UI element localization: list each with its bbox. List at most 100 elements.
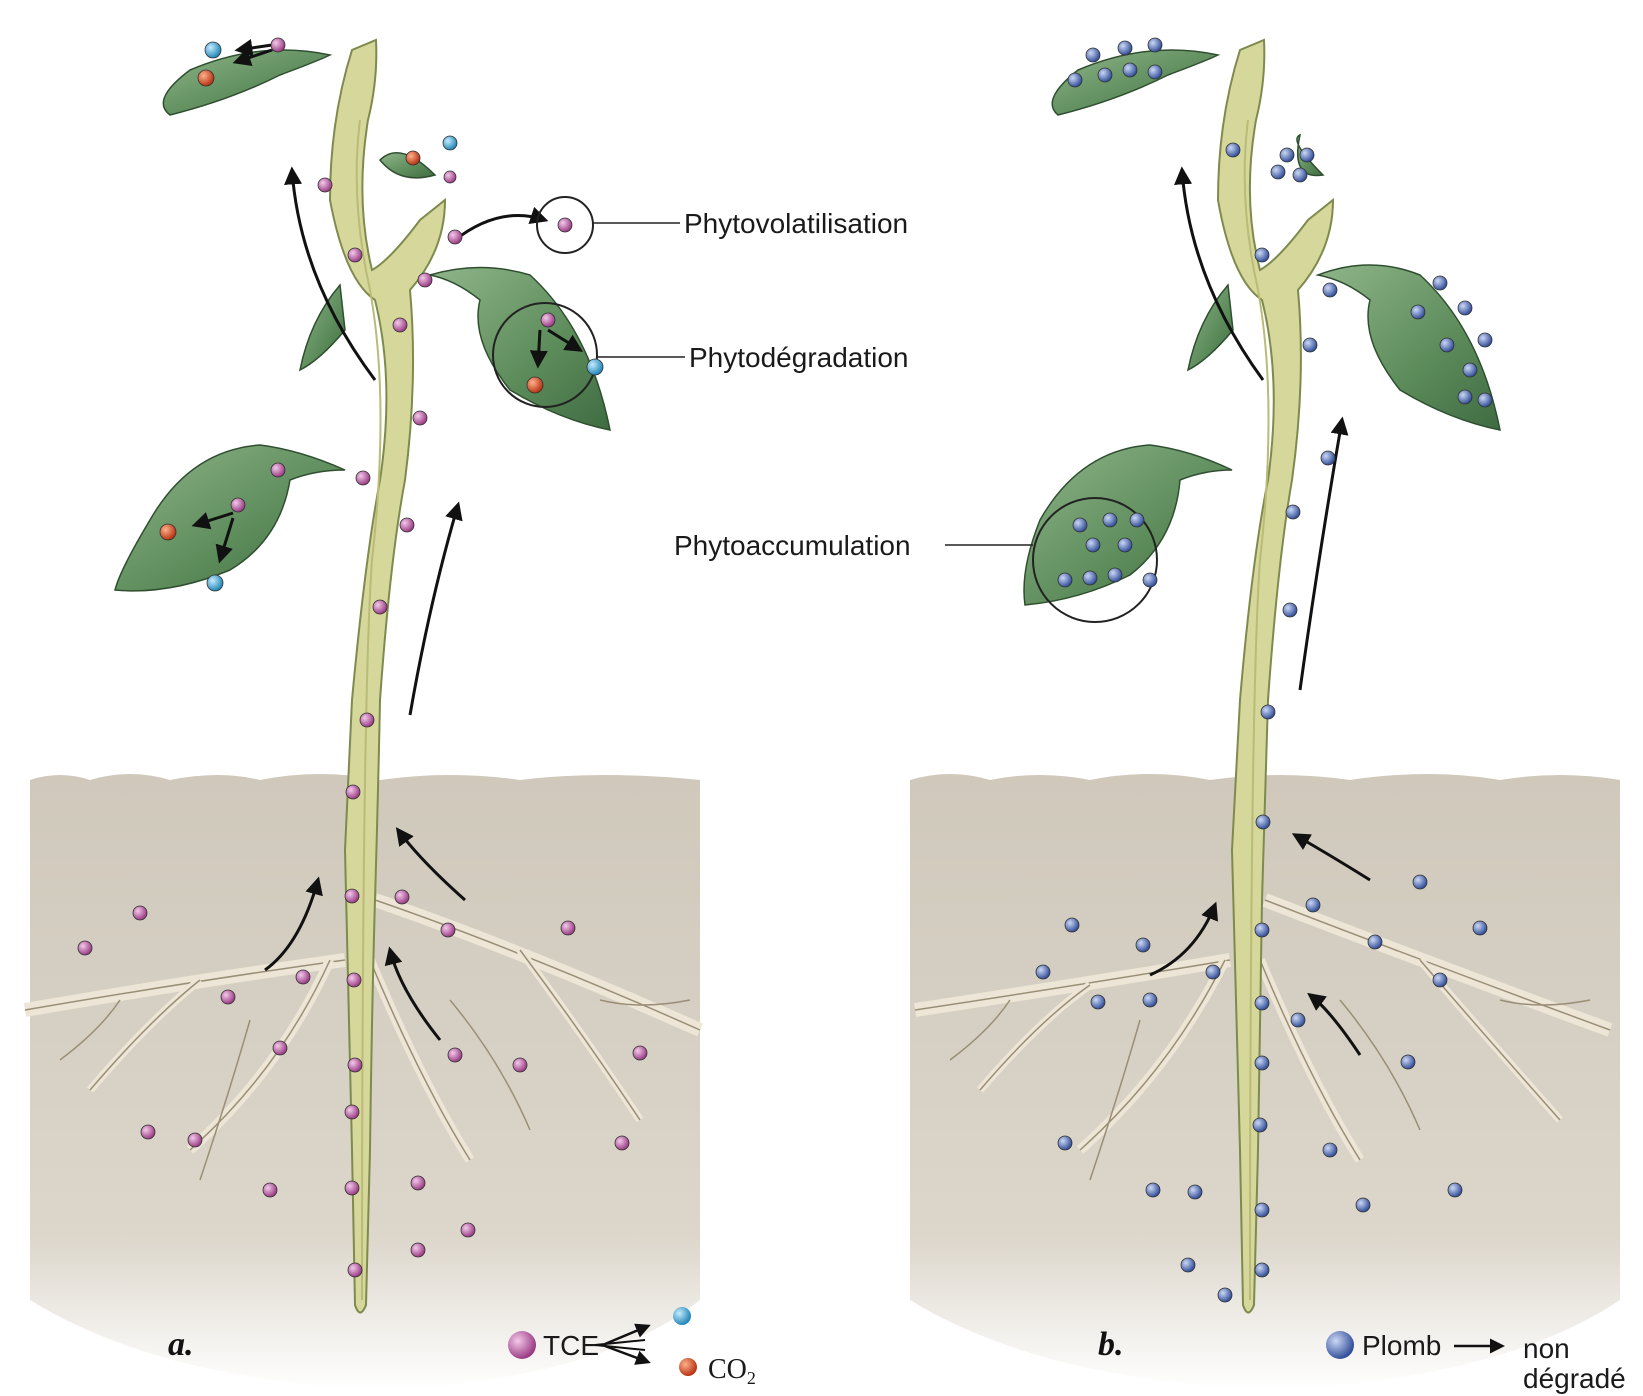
plomb-molecule [1073, 518, 1087, 532]
tce-molecule [461, 1223, 475, 1237]
tce-molecule [558, 218, 572, 232]
leaf-b-right [1318, 265, 1500, 430]
panel-letter-b: b. [1098, 1326, 1124, 1363]
tce-molecule [345, 889, 359, 903]
plomb-molecule [1303, 338, 1317, 352]
plomb-molecule [1083, 571, 1097, 585]
product-molecule [443, 136, 457, 150]
tce-molecule [221, 990, 235, 1004]
plomb-molecule [1103, 513, 1117, 527]
plomb-molecule [1065, 918, 1079, 932]
product-molecule [587, 359, 603, 375]
tce-molecule [348, 1263, 362, 1277]
plomb-molecule [1136, 938, 1150, 952]
co2-molecule [160, 524, 176, 540]
tce-molecule [271, 38, 285, 52]
plomb-molecule [1440, 338, 1454, 352]
tce-molecule [448, 1048, 462, 1062]
plomb-molecule [1218, 1288, 1232, 1302]
plomb-molecule [1300, 148, 1314, 162]
plomb-molecule [1143, 993, 1157, 1007]
tce-molecule [318, 178, 332, 192]
tce-molecule [133, 906, 147, 920]
co2-molecule [406, 151, 420, 165]
plomb-molecule [1091, 995, 1105, 1009]
tce-molecule [296, 970, 310, 984]
tce-molecule [345, 1181, 359, 1195]
leaf-a-left [115, 445, 345, 591]
plomb-molecule [1271, 165, 1285, 179]
plomb-molecule [1411, 305, 1425, 319]
plomb-molecule [1098, 68, 1112, 82]
plomb-molecule [1473, 921, 1487, 935]
legend-co2-label: CO2 [708, 1354, 756, 1388]
tce-molecule [615, 1136, 629, 1150]
label-phytovolatilisation: Phytovolatilisation [684, 208, 908, 239]
plomb-molecule [1068, 73, 1082, 87]
plomb-molecule [1123, 63, 1137, 77]
tce-molecule [418, 273, 432, 287]
legend-plomb-label: Plomb [1362, 1330, 1441, 1361]
product-molecule [205, 42, 221, 58]
legend-blue-ball [673, 1307, 691, 1325]
tce-molecule [356, 471, 370, 485]
plomb-molecule [1036, 965, 1050, 979]
plomb-molecule [1255, 996, 1269, 1010]
tce-molecule [273, 1041, 287, 1055]
plomb-molecule [1261, 705, 1275, 719]
plomb-molecule [1283, 603, 1297, 617]
plomb-molecule [1413, 875, 1427, 889]
tce-molecule [373, 600, 387, 614]
plomb-molecule [1255, 1056, 1269, 1070]
tce-molecule [188, 1133, 202, 1147]
plomb-molecule [1286, 505, 1300, 519]
plomb-molecule [1181, 1258, 1195, 1272]
plomb-molecule [1478, 333, 1492, 347]
legend-result-line2: dégradé [1523, 1363, 1626, 1394]
tce-molecule [347, 973, 361, 987]
plomb-molecule [1086, 538, 1100, 552]
plomb-molecule [1143, 573, 1157, 587]
tce-molecule [411, 1243, 425, 1257]
leaf-a-right [430, 268, 610, 431]
tce-molecule [400, 518, 414, 532]
legend-plomb-ball [1326, 1331, 1354, 1359]
tce-molecule [448, 230, 462, 244]
plomb-molecule [1130, 513, 1144, 527]
tce-molecule [345, 1105, 359, 1119]
legend-tce-ball [508, 1331, 536, 1359]
plomb-molecule [1255, 1203, 1269, 1217]
product-molecule [207, 575, 223, 591]
tce-molecule [395, 890, 409, 904]
tce-molecule [263, 1183, 277, 1197]
plomb-molecule [1255, 248, 1269, 262]
soil-b [910, 774, 1620, 1390]
legend-tce-label: TCE [543, 1330, 599, 1361]
tce-molecule [346, 785, 360, 799]
volatilisation-arrow [455, 216, 545, 241]
plomb-molecule [1146, 1183, 1160, 1197]
tce-molecule [393, 318, 407, 332]
plomb-molecule [1323, 283, 1337, 297]
plomb-molecule [1433, 276, 1447, 290]
plomb-molecule [1086, 48, 1100, 62]
label-phytoaccumulation: Phytoaccumulation [674, 530, 911, 561]
tce-molecule [78, 941, 92, 955]
tce-molecule [413, 411, 427, 425]
tce-molecule [633, 1046, 647, 1060]
label-phytodegradation: Phytodégradation [689, 342, 909, 373]
plomb-molecule [1280, 148, 1294, 162]
tce-molecule [541, 313, 555, 327]
plomb-molecule [1148, 38, 1162, 52]
plomb-molecule [1458, 301, 1472, 315]
flow-arrow-a-right [410, 505, 458, 715]
plomb-molecule [1306, 898, 1320, 912]
tce-molecule [271, 463, 285, 477]
plomb-molecule [1433, 973, 1447, 987]
plomb-molecule [1226, 143, 1240, 157]
plomb-molecule [1256, 815, 1270, 829]
legend-result-line1: non [1523, 1333, 1570, 1364]
tce-molecule [441, 923, 455, 937]
plomb-molecule [1118, 538, 1132, 552]
plomb-molecule [1401, 1055, 1415, 1069]
